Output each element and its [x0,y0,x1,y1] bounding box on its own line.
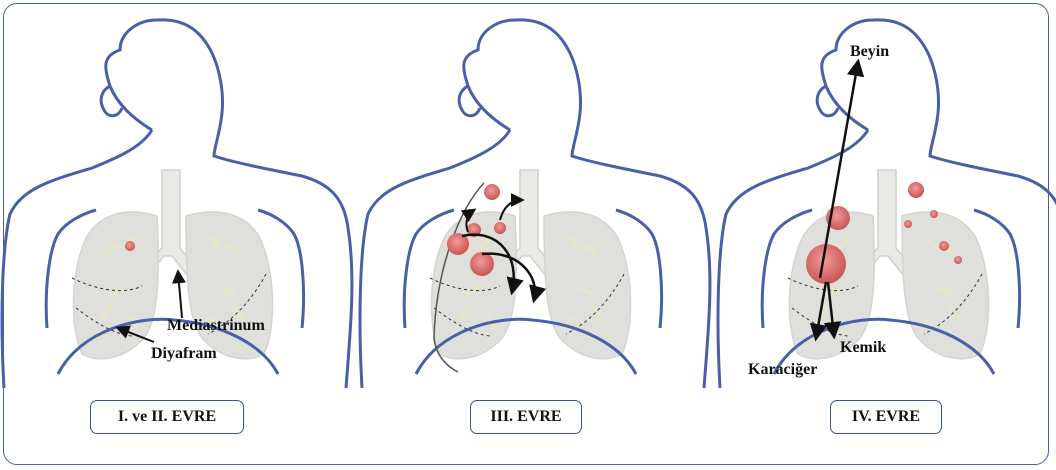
tumor [904,220,912,228]
mediastinum-arrow [178,272,182,318]
label-liver: Karaciğer [748,361,817,378]
stage-label-4: IV. EVRE [830,400,942,434]
stage-4-figure [718,20,1056,388]
tumor [470,252,494,276]
tumor [908,182,924,198]
tumor [484,184,500,200]
tumor [494,222,506,234]
stage-3-figure [360,20,710,388]
label-brain: Beyin [850,43,889,60]
tumor [954,256,962,264]
label-bone: Kemik [840,339,886,356]
label-diaphragm: Diyafram [151,345,217,362]
small-tumor [125,241,135,251]
tumor [930,210,938,218]
label-mediastinum: Mediastrinum [167,317,265,334]
tumor [939,241,949,251]
stage-label-1-2: I. ve II. EVRE [90,400,244,434]
stage-label-3: III. EVRE [470,400,582,434]
